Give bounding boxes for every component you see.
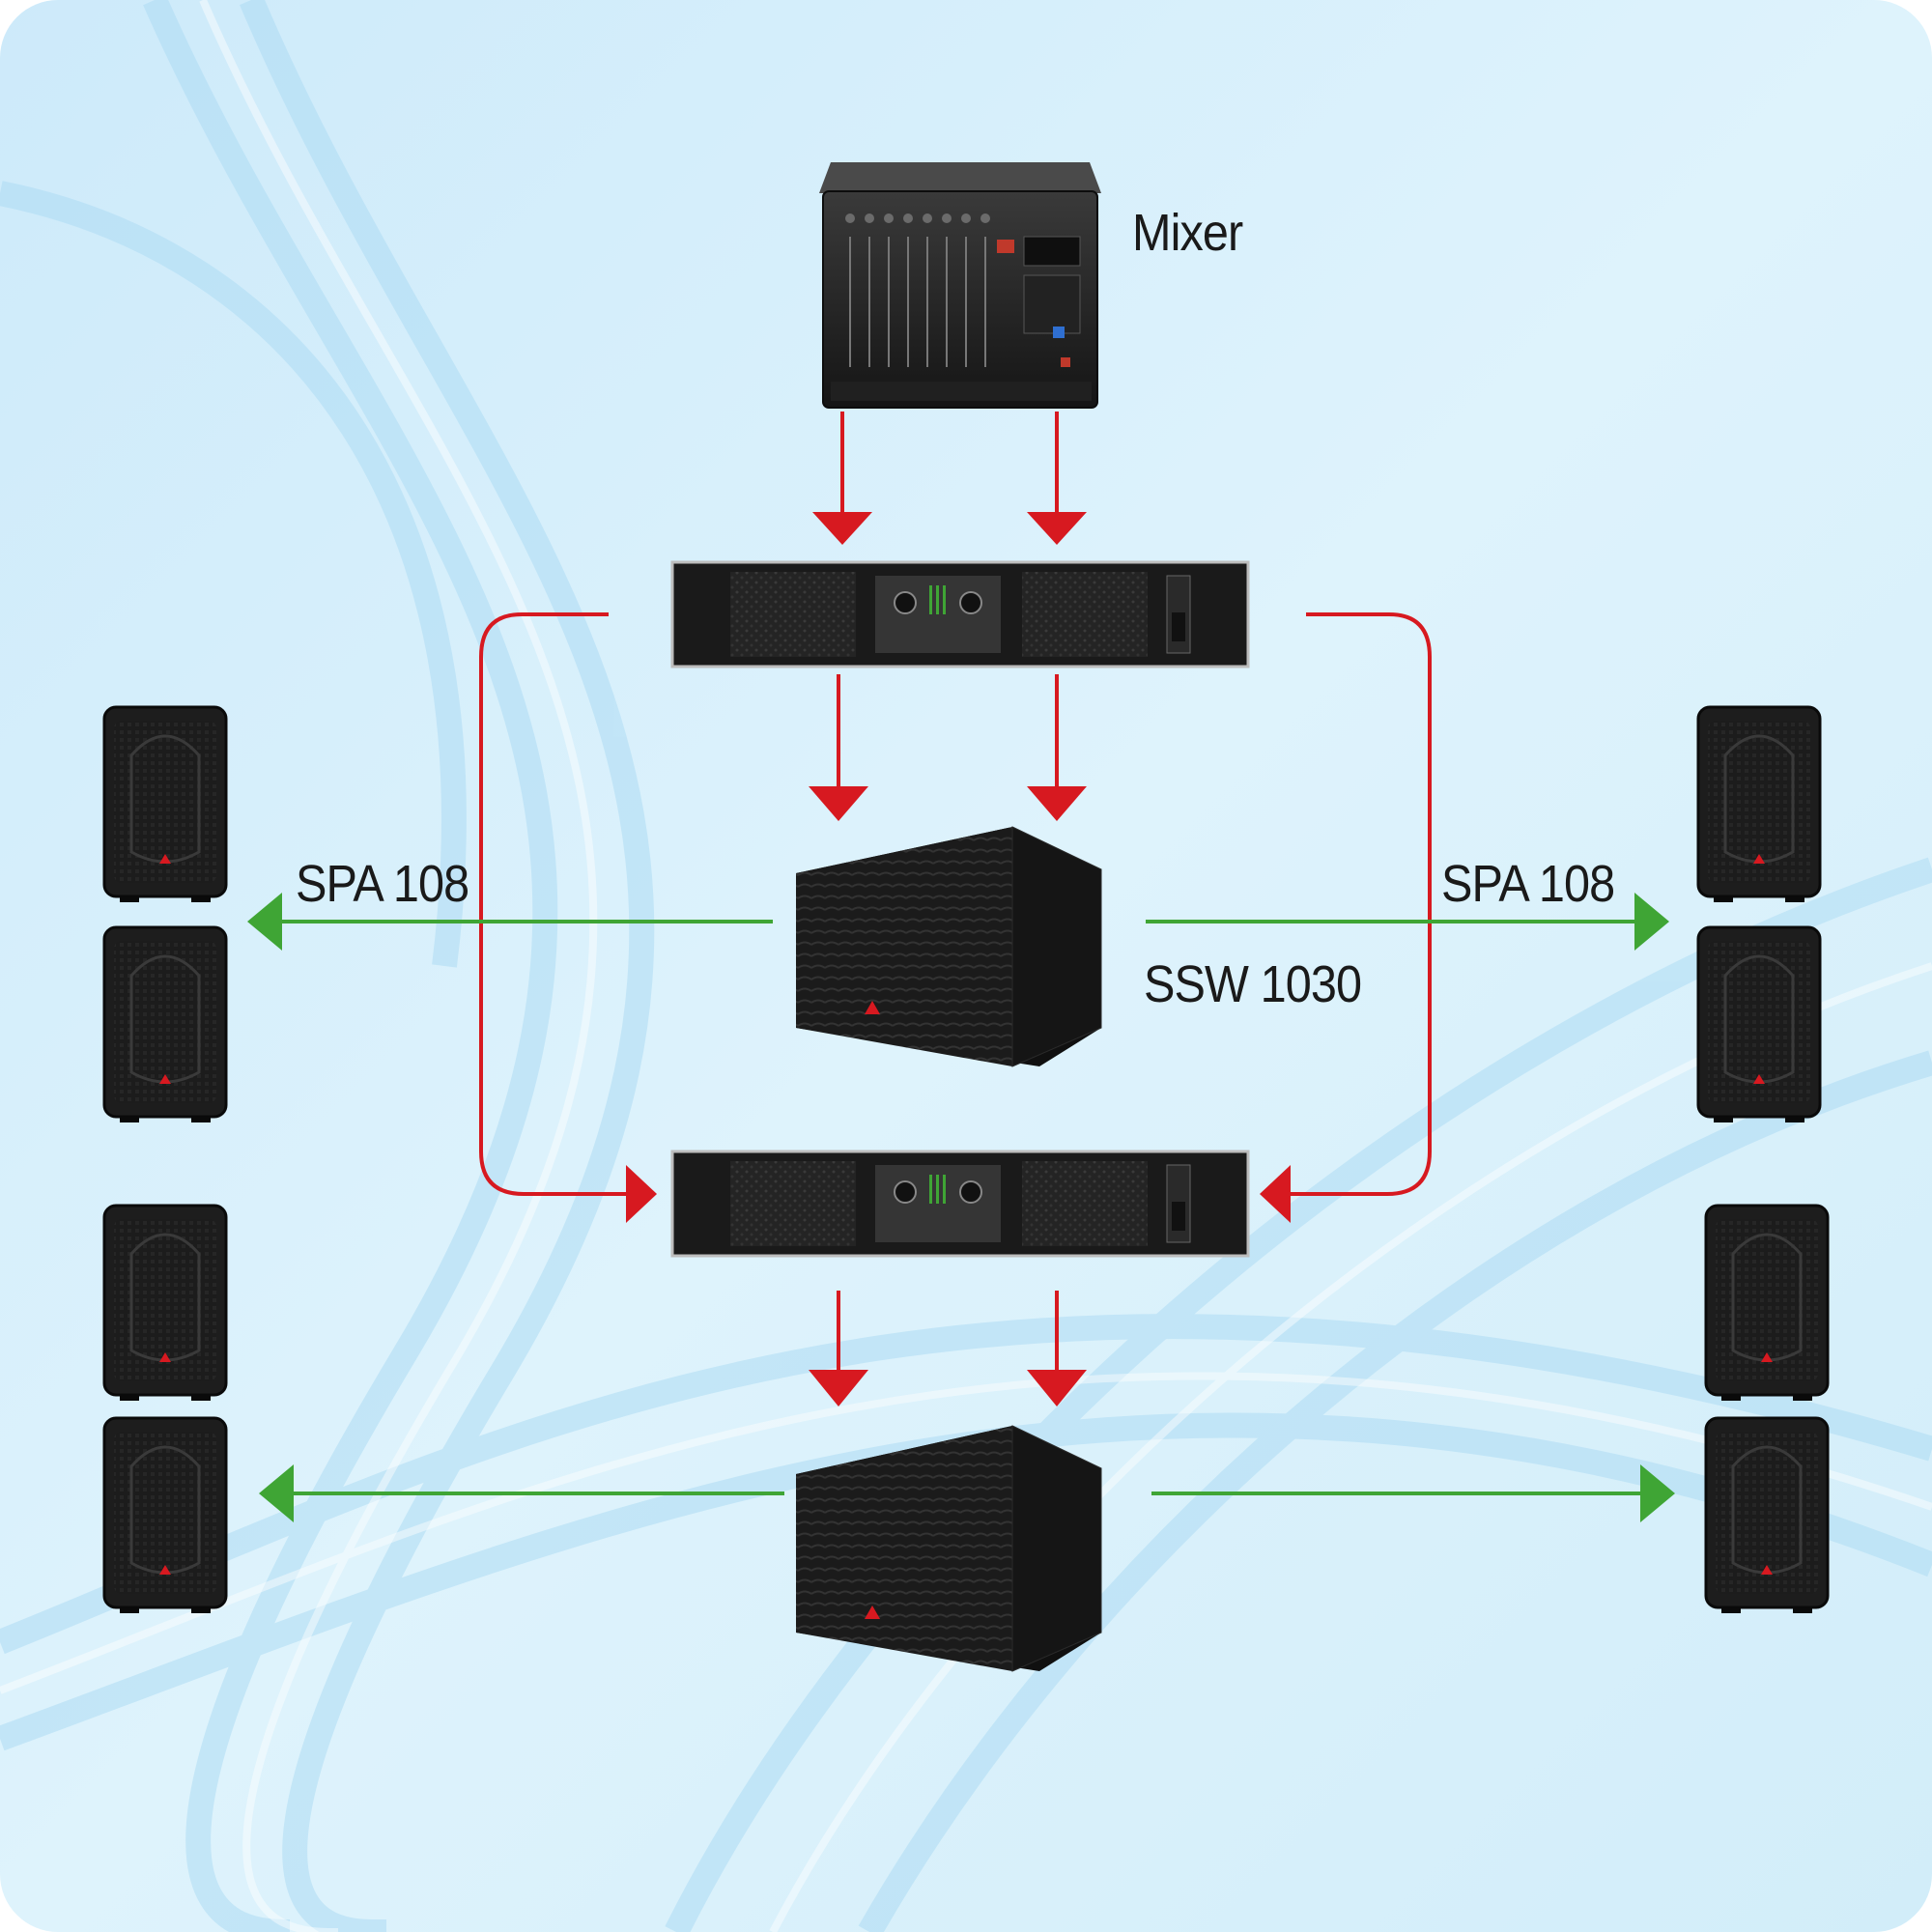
amplifier-icon xyxy=(670,560,1250,668)
spa-108-left-label: SPA 108 xyxy=(296,855,469,913)
amplifier-icon xyxy=(670,1150,1250,1258)
speaker-icon xyxy=(1696,705,1822,902)
subwoofer-icon xyxy=(796,1425,1102,1672)
mixer-label: Mixer xyxy=(1132,204,1243,262)
mixer-icon xyxy=(819,162,1101,409)
speaker-icon xyxy=(1704,1416,1830,1613)
speaker-icon xyxy=(102,925,228,1122)
ssw-1030-label: SSW 1030 xyxy=(1144,955,1362,1013)
spa-108-right-label: SPA 108 xyxy=(1441,855,1615,913)
speaker-icon xyxy=(102,1204,228,1401)
speaker-icon xyxy=(1696,925,1822,1122)
speaker-arrows xyxy=(247,893,1675,1522)
signal-arrows xyxy=(479,412,1432,1406)
speaker-icon xyxy=(102,705,228,902)
subwoofer-icon xyxy=(796,826,1102,1067)
speaker-icon xyxy=(1704,1204,1830,1401)
speaker-icon xyxy=(102,1416,228,1613)
